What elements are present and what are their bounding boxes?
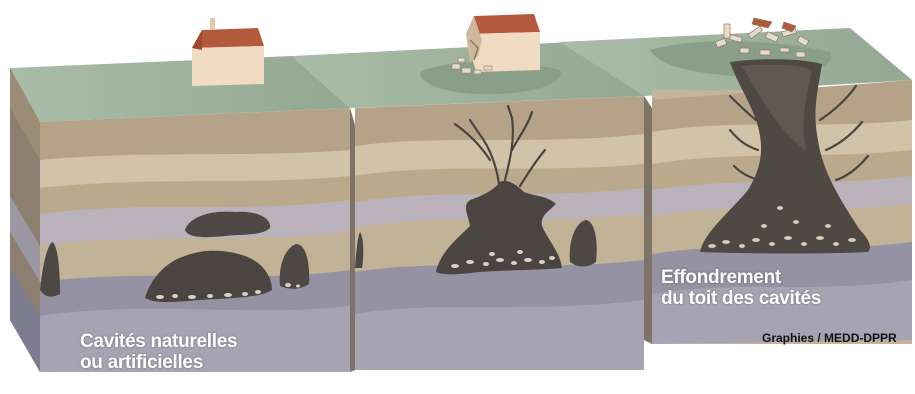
block-side-face — [350, 108, 355, 372]
caption-natural-cavities: Cavités naturelles ou artificielles — [80, 331, 237, 373]
caption-line: Cavités naturelles — [80, 331, 237, 352]
image-credit: Graphies / MEDD-DPPR — [762, 331, 897, 345]
caption-line: du toit des cavités — [661, 288, 821, 309]
block-side-face — [644, 96, 652, 344]
block-natural-cavities — [10, 18, 350, 372]
caption-roof-collapse: Effondrement du toit des cavités — [661, 267, 821, 309]
house-intact — [192, 18, 264, 86]
caption-line: ou artificielles — [80, 352, 237, 373]
caption-line: Effondrement — [661, 267, 821, 288]
